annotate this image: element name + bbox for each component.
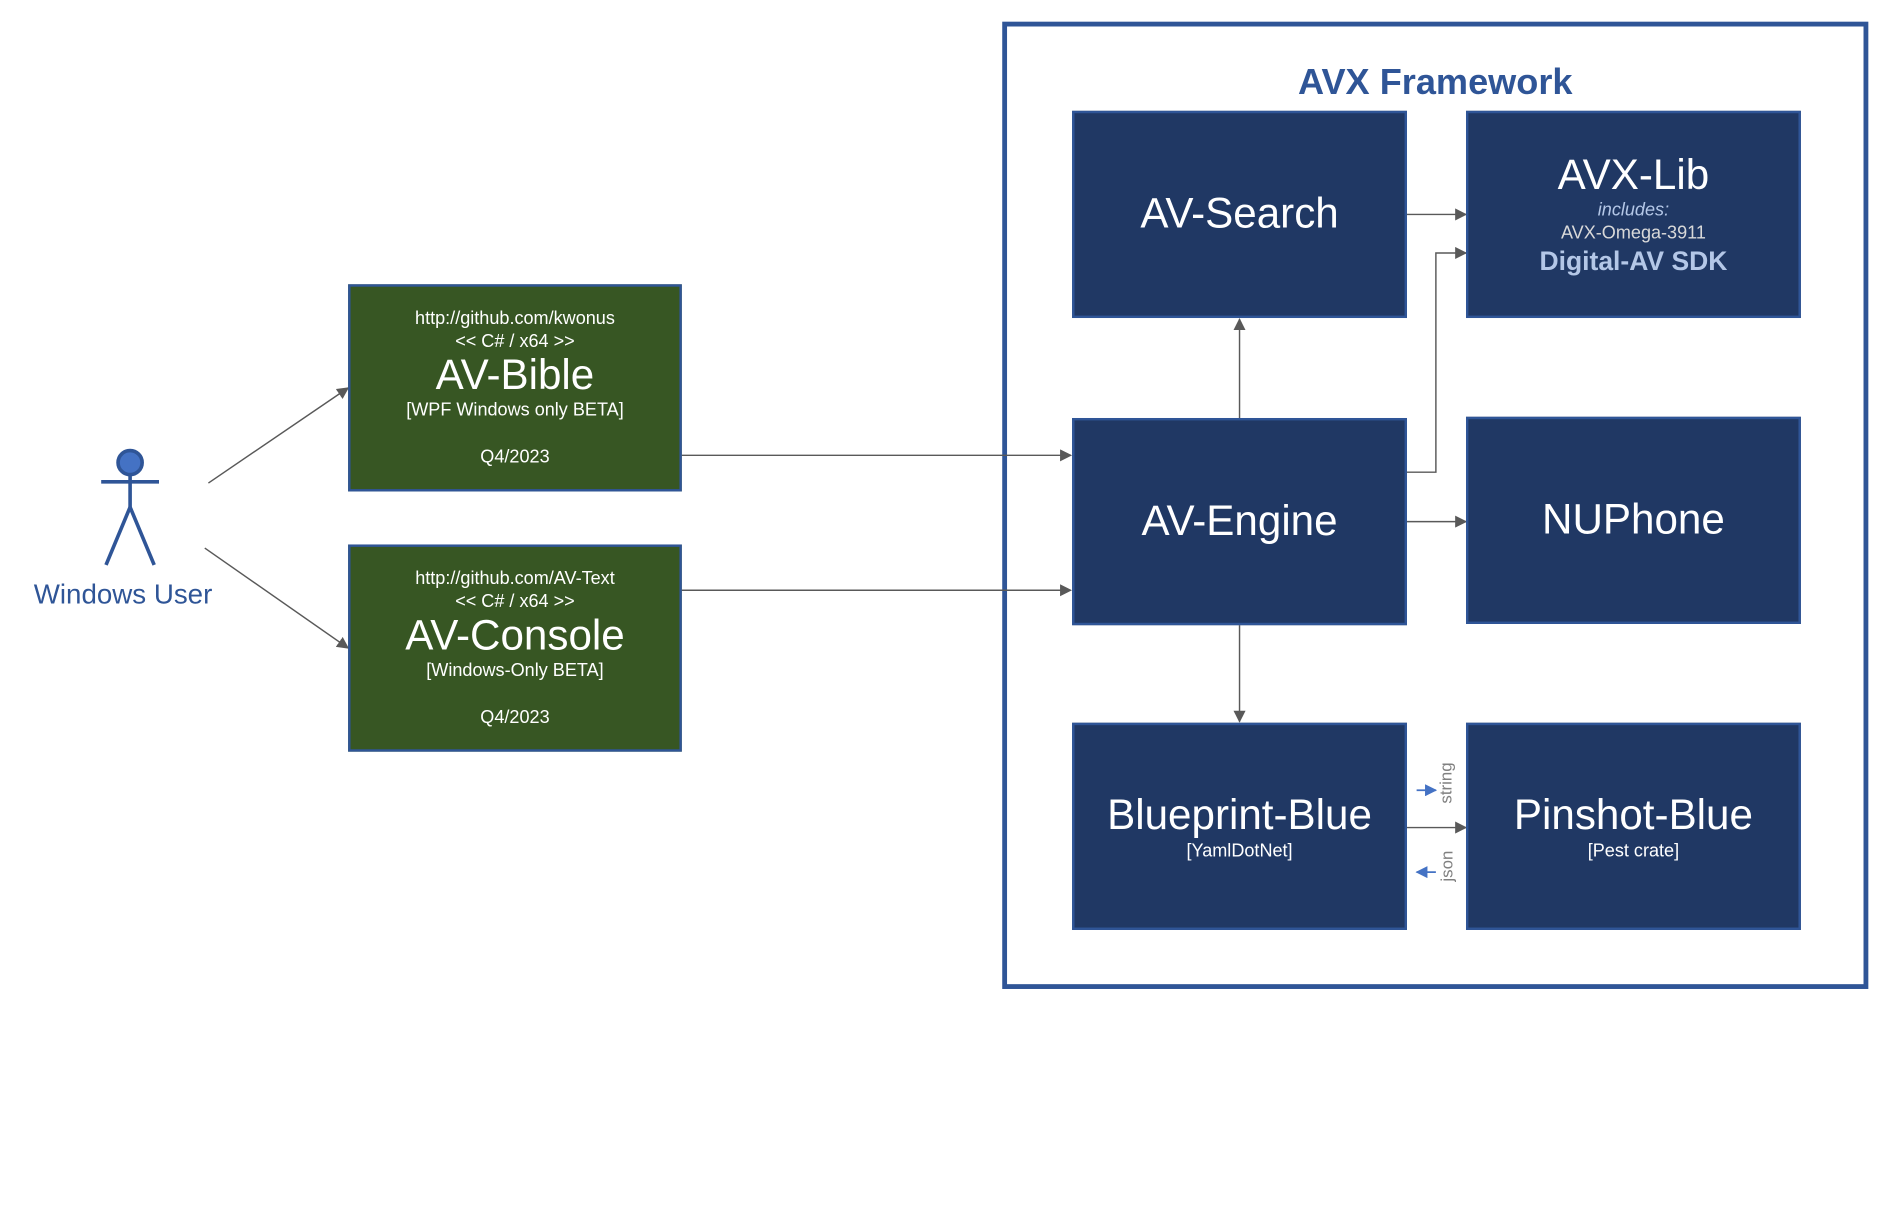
av-bible-url: http://github.com/kwonus — [415, 308, 615, 329]
string-label: string — [1436, 762, 1456, 804]
arrow-engine-to-avxlib — [1406, 246, 1468, 473]
avx-lib-title: AVX-Lib — [1557, 151, 1710, 199]
av-bible-date: Q4/2023 — [480, 447, 550, 468]
av-console-box: http://github.com/AV-Text << C# / x64 >>… — [348, 544, 682, 752]
avx-lib-includes: includes: — [1597, 200, 1670, 221]
blueprint-blue-note: [YamlDotNet] — [1186, 840, 1293, 861]
pinshot-blue-note: [Pest crate] — [1587, 840, 1680, 861]
avx-lib-box: AVX-Lib includes: AVX-Omega-3911 Digital… — [1465, 110, 1801, 319]
pinshot-blue-box: Pinshot-Blue [Pest crate] — [1465, 722, 1801, 930]
blueprint-blue-title: Blueprint-Blue — [1107, 791, 1372, 839]
av-bible-box: http://github.com/kwonus << C# / x64 >> … — [348, 284, 682, 492]
connector-lines — [101, 208, 1468, 879]
arrow-user-to-av-console — [204, 547, 350, 649]
av-console-title: AV-Console — [405, 611, 625, 659]
windows-user-label: Windows User — [33, 578, 213, 610]
av-bible-title: AV-Bible — [435, 351, 595, 399]
av-search-box: AV-Search — [1072, 110, 1407, 319]
nuphone-box: NUPhone — [1465, 416, 1801, 624]
av-console-url: http://github.com/AV-Text — [415, 568, 615, 589]
arrow-user-to-av-bible — [207, 387, 350, 484]
nuphone-title: NUPhone — [1542, 496, 1725, 544]
user-stick-figure-icon — [101, 448, 160, 566]
av-search-title: AV-Search — [1140, 190, 1339, 238]
av-console-date: Q4/2023 — [480, 707, 550, 728]
avx-omega-label: AVX-Omega-3911 — [1560, 223, 1706, 244]
blueprint-blue-box: Blueprint-Blue [YamlDotNet] — [1072, 722, 1407, 930]
av-engine-title: AV-Engine — [1141, 497, 1338, 545]
pinshot-blue-title: Pinshot-Blue — [1513, 791, 1753, 839]
digital-av-sdk-label: Digital-AV SDK — [1539, 245, 1728, 277]
av-bible-lang: << C# / x64 >> — [455, 331, 575, 352]
json-label: json — [1436, 850, 1457, 882]
av-bible-note: [WPF Windows only BETA] — [406, 400, 624, 421]
av-console-lang: << C# / x64 >> — [455, 591, 575, 612]
av-console-note: [Windows-Only BETA] — [426, 660, 604, 681]
av-engine-box: AV-Engine — [1072, 417, 1407, 626]
framework-title: AVX Framework — [1298, 62, 1573, 103]
